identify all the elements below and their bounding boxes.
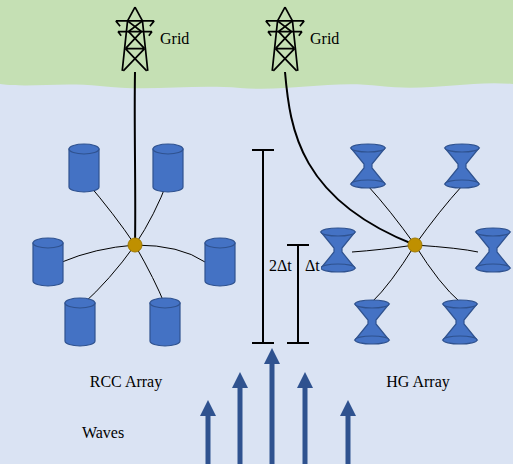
waves-label: Waves bbox=[82, 424, 124, 442]
rcc-device bbox=[33, 144, 235, 346]
pylon bbox=[116, 7, 154, 71]
export-cable bbox=[135, 72, 415, 245]
array-label: RCC Array bbox=[90, 373, 162, 391]
array-label: HG Array bbox=[386, 373, 450, 391]
land bbox=[0, 0, 513, 89]
time-bracket bbox=[252, 150, 309, 343]
hub bbox=[408, 238, 422, 252]
time-label: Δt bbox=[304, 257, 321, 275]
array-cable bbox=[62, 180, 478, 305]
hg-device bbox=[321, 144, 510, 344]
hub bbox=[128, 238, 142, 252]
pylon bbox=[266, 7, 304, 71]
time-label: 2Δt bbox=[268, 257, 293, 275]
grid-label: Grid bbox=[310, 30, 339, 48]
grid-label: Grid bbox=[160, 30, 189, 48]
wave-arrow bbox=[208, 356, 348, 464]
